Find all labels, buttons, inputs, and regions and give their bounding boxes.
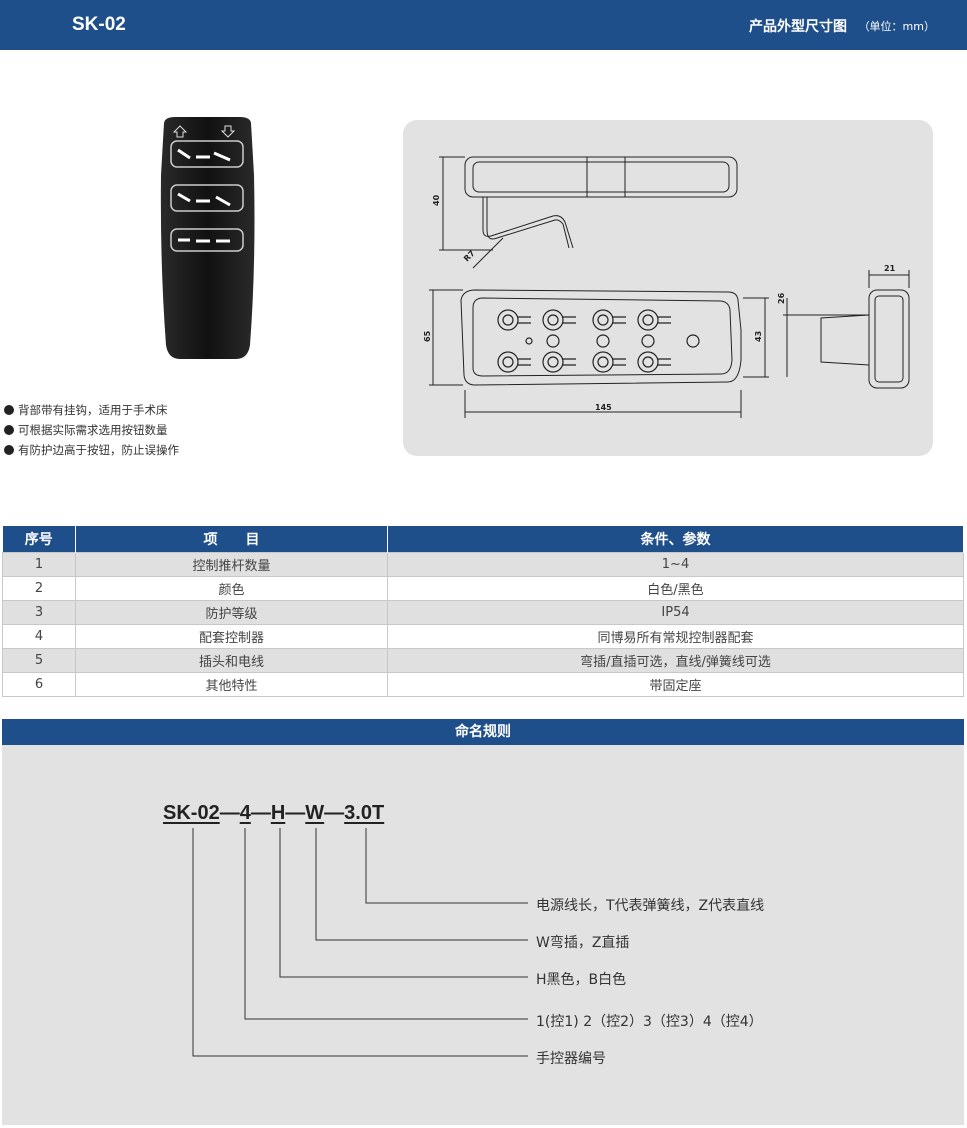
bullet-icon (4, 445, 14, 455)
table-header-row: 序号 项 目 条件、参数 (2, 526, 964, 552)
code-part: W (305, 802, 325, 824)
model-title: SK-02 (72, 14, 126, 35)
code-part: SK-02 (163, 802, 220, 824)
feature-item: 有防护边高于按钮，防止误操作 (4, 440, 179, 460)
header-bar: SK-02 产品外型尺寸图 （单位：mm） (0, 0, 967, 50)
legend-plug: W弯插，Z直插 (536, 935, 630, 951)
bullet-icon (4, 425, 14, 435)
code-separator: — (324, 802, 345, 824)
naming-panel (2, 745, 964, 1125)
code-part: 3.0T (344, 802, 385, 824)
feature-item: 背部带有挂钩，适用于手术床 (4, 400, 179, 420)
legend-channels: 1(控1) 2（控2）3（控3）4（控4） (536, 1014, 763, 1030)
legend-color: H黑色，B白色 (536, 972, 627, 988)
code-part: 4 (239, 802, 251, 824)
column-header: 序号 (2, 526, 76, 552)
feature-item: 可根据实际需求选用按钮数量 (4, 420, 179, 440)
column-header: 项 目 (75, 526, 388, 552)
legend-cable: 电源线长，T代表弹簧线，Z代表直线 (536, 898, 765, 914)
column-header: 条件、参数 (387, 526, 964, 552)
naming-code: SK-02—4—H—W—3.0T (163, 802, 384, 825)
legend-model: 手控器编号 (536, 1051, 606, 1067)
dim-label: 43 (754, 331, 763, 342)
feature-list: 背部带有挂钩，适用于手术床 可根据实际需求选用按钮数量 有防护边高于按钮，防止误… (4, 400, 179, 460)
dim-label: 26 (777, 292, 786, 304)
code-separator: — (285, 802, 306, 824)
dim-label: R7 (462, 249, 477, 264)
technical-drawing: 40 R7 65 145 43 21 26 (403, 120, 933, 456)
dim-label: 40 (432, 194, 441, 206)
code-separator: — (250, 802, 271, 824)
dimension-title: 产品外型尺寸图 (749, 19, 847, 35)
naming-title: 命名规则 (2, 719, 964, 745)
dim-label: 145 (595, 403, 612, 412)
product-photo (150, 115, 265, 365)
dim-label: 21 (884, 264, 896, 273)
code-separator: — (219, 802, 240, 824)
bullet-icon (4, 405, 14, 415)
unit-label: （单位：mm） (858, 20, 935, 33)
dim-label: 65 (423, 330, 432, 342)
code-part: H (270, 802, 286, 824)
